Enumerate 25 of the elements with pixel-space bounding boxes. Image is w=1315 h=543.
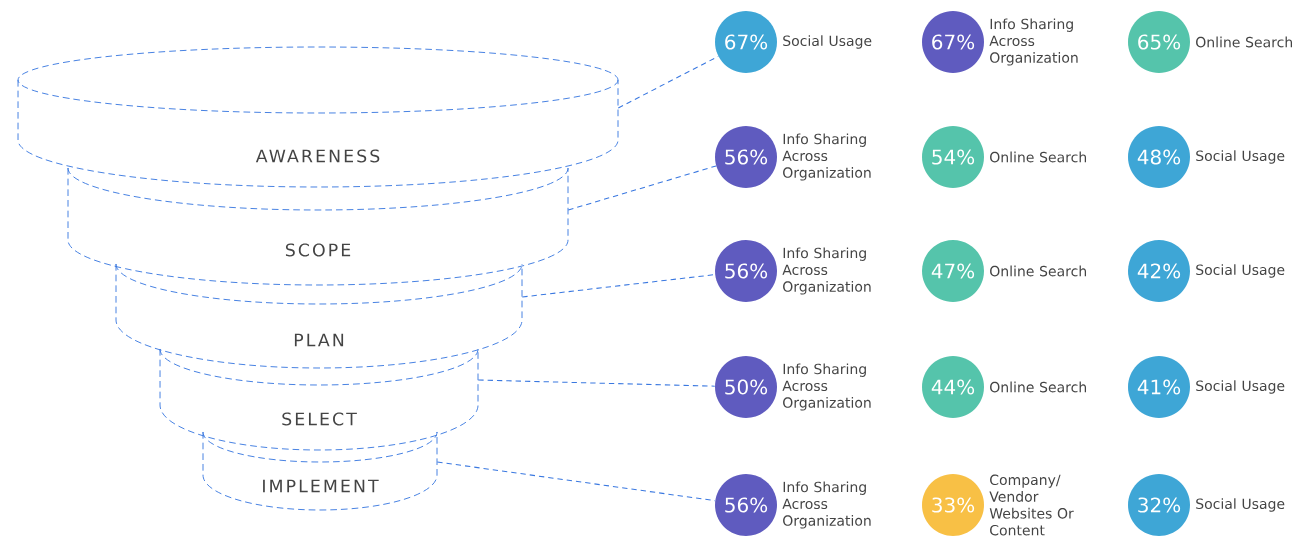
circle-caption: Social Usage — [1196, 264, 1285, 278]
circle-caption: Online Search — [990, 265, 1086, 277]
funnel-tier: AWARENESS — [17, 46, 619, 188]
circle-caption: Info Sharing Across Organization — [782, 363, 871, 411]
circle-caption: Social Usage — [1196, 498, 1285, 512]
circle-caption: Online Search — [1196, 36, 1292, 48]
circle-caption: Social Usage — [1196, 380, 1285, 394]
circle-caption: Online Search — [990, 381, 1086, 393]
funnel-tier: SELECT — [159, 348, 479, 451]
circle-caption: Online Search — [990, 151, 1086, 163]
leader-line — [436, 461, 716, 502]
circle-caption: Info Sharing Across Organization — [782, 247, 871, 295]
leader-line — [617, 55, 719, 109]
node-label: AWARENESS — [255, 149, 380, 163]
circle-caption: Info Sharing Across Organization — [782, 481, 871, 529]
leader-line — [521, 274, 716, 298]
circle-caption: Company/ Vendor Websites Or Content — [989, 474, 1074, 536]
funnel-tier: PLAN — [115, 263, 523, 369]
funnel-tier: IMPLEMENT — [202, 431, 438, 511]
circle-caption: Social Usage — [1196, 150, 1285, 164]
funnel-tier: SCOPE — [67, 167, 569, 286]
circle-caption: Info Sharing Across Organization — [989, 18, 1078, 66]
circle-caption: Info Sharing Across Organization — [782, 133, 871, 181]
circle-caption: Social Usage — [783, 35, 872, 49]
leader-line — [567, 165, 717, 211]
